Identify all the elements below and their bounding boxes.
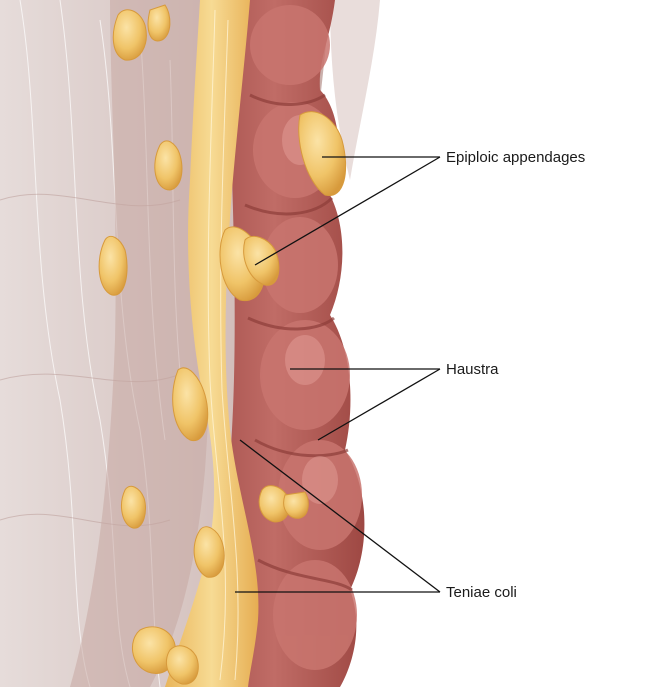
label-haustra: Haustra [446,361,499,378]
label-teniae-coli: Teniae coli [446,584,517,601]
label-epiploic-appendages: Epiploic appendages [446,149,585,166]
